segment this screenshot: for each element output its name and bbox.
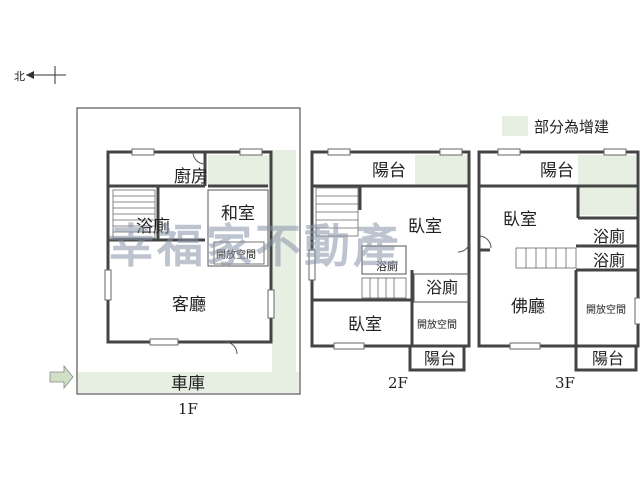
room-living: 客廳 (172, 295, 206, 315)
3f-stairs (515, 247, 577, 269)
north-arrow-icon (26, 66, 66, 84)
2f-room-bath-small: 浴廁 (376, 259, 398, 273)
legend-label: 部分為增建 (534, 118, 609, 136)
1f-stairs (112, 189, 156, 239)
3f-room-bedroom: 臥室 (503, 210, 537, 230)
2f-stairs (315, 187, 407, 299)
3f-room-bath-2: 浴廁 (593, 251, 625, 270)
floor-2f: 陽台 臥室 浴廁 浴廁 臥室 開放空間 陽台 2F (308, 148, 471, 392)
entrance-arrow-icon (49, 364, 74, 390)
north-arrow: 北 (14, 66, 66, 84)
floor-3f: 陽台 臥室 浴廁 浴廁 佛廳 開放空間 陽台 3F (477, 148, 640, 392)
1f-main-walls (106, 150, 273, 344)
3f-room-bath-1: 浴廁 (593, 227, 625, 246)
floor-label-3f: 3F (555, 374, 575, 392)
2f-bath-small-walls (361, 245, 407, 275)
3f-room-buddha-hall: 佛廳 (511, 297, 545, 317)
lot-boundary (76, 107, 301, 395)
3f-room-open-space: 開放空間 (586, 303, 626, 316)
2f-room-open-space: 開放空間 (417, 318, 457, 331)
2f-balcony-bottom-walls (408, 344, 466, 372)
extension-area-kitchen (208, 155, 270, 187)
2f-room-bedroom-top: 臥室 (408, 217, 442, 237)
legend: 部分為增建 (502, 116, 609, 136)
room-garage: 車庫 (171, 374, 205, 394)
floor-label-2f: 2F (388, 374, 408, 392)
open-space-box (213, 241, 265, 265)
floor-label-1f: 1F (178, 400, 198, 418)
watermark: 幸福家不動產 (108, 219, 402, 273)
room-tatami: 和室 (221, 204, 255, 224)
north-label: 北 (14, 70, 25, 83)
2f-room-bath: 浴廁 (426, 278, 458, 297)
2f-main-walls (310, 150, 471, 348)
extension-area-east (272, 150, 296, 372)
room-open-space: 開放空間 (216, 248, 256, 261)
room-kitchen: 廚房 (174, 166, 208, 187)
legend-swatch (502, 116, 528, 136)
3f-room-balcony-bottom: 陽台 (592, 349, 624, 368)
tatami-room-walls (207, 189, 269, 267)
extension-area-2f (415, 155, 469, 185)
2f-room-balcony-bottom: 陽台 (424, 349, 456, 368)
floor-1f: 廚房 浴廁 和室 開放空間 客廳 車庫 1F (49, 107, 301, 418)
extension-area-garage (78, 372, 299, 393)
room-bathroom: 浴廁 (136, 216, 170, 237)
2f-room-bedroom-bottom: 臥室 (348, 315, 382, 335)
2f-room-balcony-top: 陽台 (372, 161, 406, 181)
3f-room-balcony-top: 陽台 (540, 161, 574, 181)
3f-balcony-bottom-walls (574, 344, 638, 372)
